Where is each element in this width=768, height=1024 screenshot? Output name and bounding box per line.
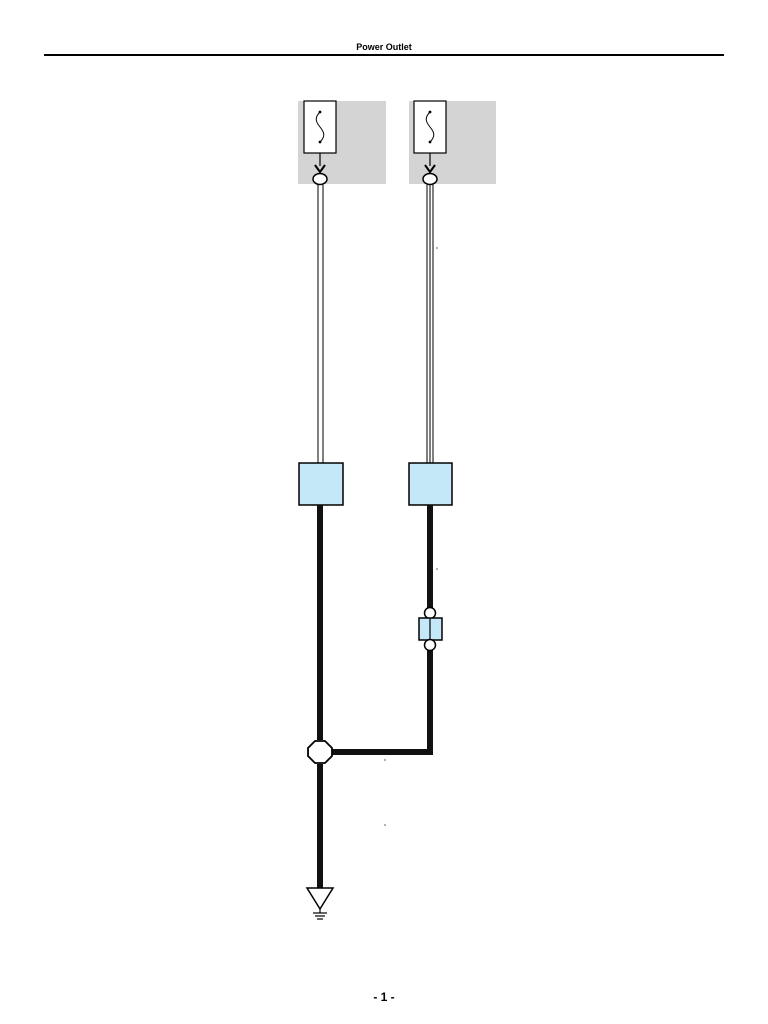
- inline-connector-icon: [418, 606, 443, 652]
- page-number: - 1 -: [373, 990, 395, 1004]
- splice-icon: [307, 740, 333, 764]
- ground-icon: [305, 887, 335, 920]
- wire-right-upper: [426, 185, 434, 463]
- terminal-right: [422, 172, 438, 186]
- fuse-element-right: [425, 111, 435, 143]
- annotation-marks: [384, 247, 438, 826]
- terminal-arrow-left: [314, 164, 326, 174]
- terminal-arrow-right: [424, 164, 436, 174]
- page-title: Power Outlet: [356, 42, 412, 52]
- wire-heavy: [317, 505, 433, 888]
- fuse-block-left: [298, 100, 386, 186]
- fuse-block-right: [409, 100, 496, 186]
- connector-left: [298, 462, 344, 506]
- wire-left-upper: [317, 185, 324, 463]
- terminal-left: [312, 172, 328, 186]
- fuse-element-left: [315, 111, 325, 143]
- connector-right: [408, 462, 453, 506]
- header-divider: [44, 54, 724, 56]
